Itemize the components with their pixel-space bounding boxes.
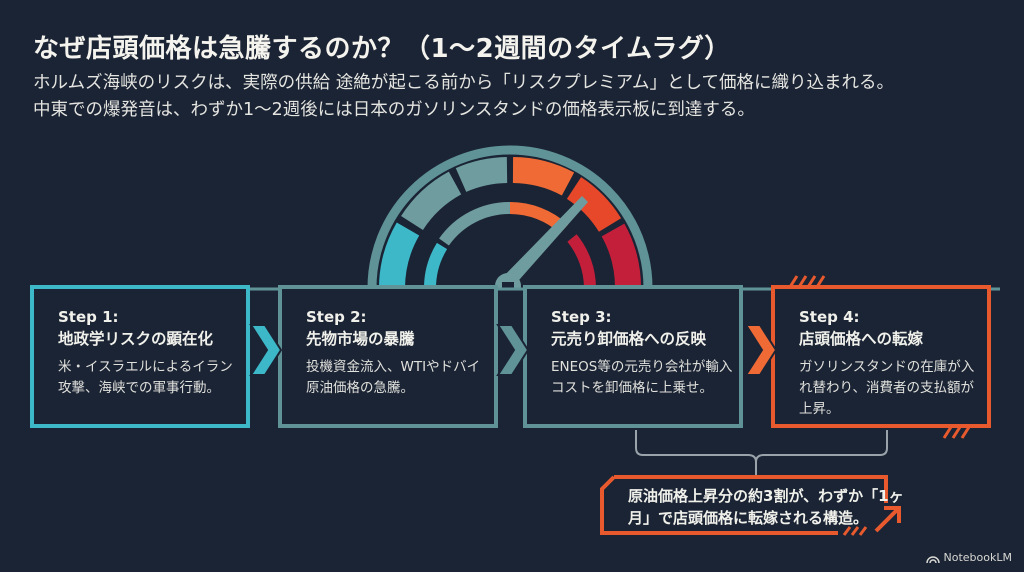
step-label: Step 1: [58,308,119,326]
step-card-2: Step 2: 先物市場の暴騰 投機資金流入、WTIやドバイ原油価格の急騰。 [278,285,498,428]
notebooklm-logo-icon [925,555,940,563]
subtitle-line-2: 中東での爆発音は、わずか1〜2週後には日本のガソリンスタンドの価格表示板に到達す… [33,100,755,120]
subtitle-line-1: ホルムズ海峡のリスクは、実際の供給 途絶が起こる前から「リスクプレミアム」として… [33,73,894,93]
step-description: ガソリンスタンドの在庫が入れ替わり、消費者の支払額が上昇。 [799,359,975,417]
page-subtitle: ホルムズ海峡のリスクは、実際の供給 途絶が起こる前から「リスクプレミアム」として… [33,70,894,124]
step-description: 投機資金流入、WTIやドバイ原油価格の急騰。 [306,359,481,396]
step-description: 米・イスラエルによるイラン攻撃、海峡での軍事行動。 [58,359,233,396]
step-card-3: Step 3: 元売り卸価格への反映 ENEOS等の元売り会社が輸入コストを卸価… [523,285,743,428]
step-title: 元売り卸価格への反映 [551,330,707,348]
chevron-right-icon [744,324,778,376]
brand-label: NotebookLM [943,551,1012,564]
brand-watermark: NotebookLM [925,551,1012,564]
step-label: Step 3: [551,308,612,326]
chevron-right-icon [249,324,283,376]
page-title: なぜ店頭価格は急騰するのか？（1〜2週間のタイムラグ） [33,34,731,64]
chevron-right-icon [496,324,530,376]
arrow-up-right-icon [874,506,901,533]
step-label: Step 4: [799,308,860,326]
step-title: 先物市場の暴騰 [306,330,415,348]
callout-text: 原油価格上昇分の約3割が、わずか「1ヶ月」で店頭価格に転嫁される構造。 [628,487,904,527]
step-title: 地政学リスクの顕在化 [58,330,214,348]
step-card-1: Step 1: 地政学リスクの顕在化 米・イスラエルによるイラン攻撃、海峡での軍… [30,285,250,428]
callout-frame [600,475,901,536]
step-description: ENEOS等の元売り会社が輸入コストを卸価格に上乗せ。 [551,359,733,396]
step-title: 店頭価格への転嫁 [799,330,924,348]
step-card-4: Step 4: 店頭価格への転嫁 ガソリンスタンドの在庫が入れ替わり、消費者の支… [771,285,991,428]
step-label: Step 2: [306,308,367,326]
